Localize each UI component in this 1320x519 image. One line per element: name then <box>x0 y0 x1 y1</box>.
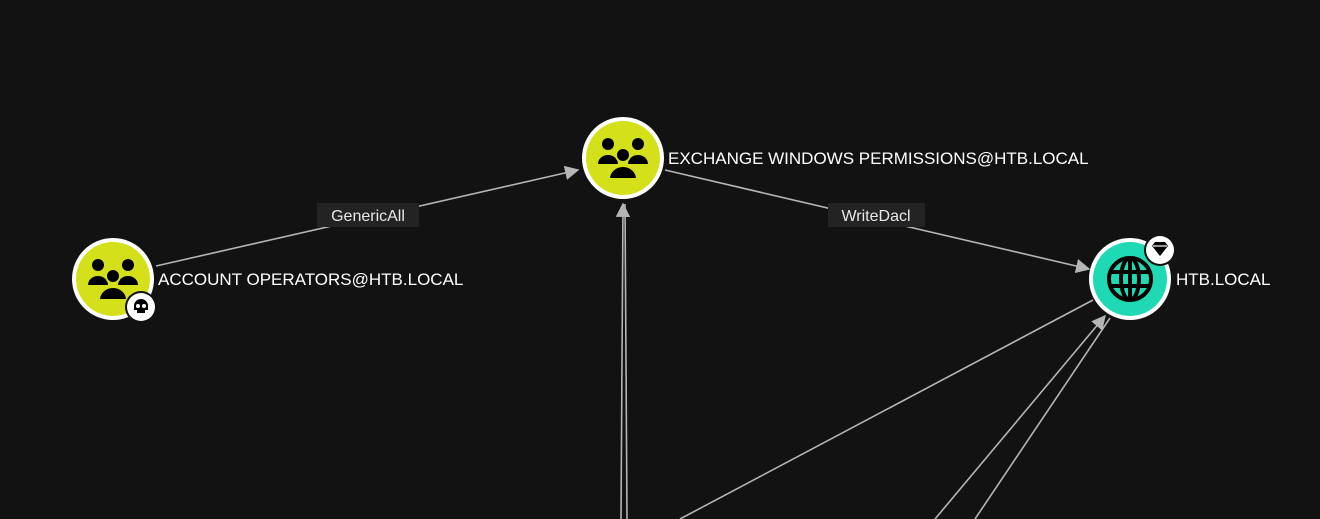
group-icon <box>88 259 138 301</box>
edge-incoming-exchange-1[interactable] <box>615 202 631 519</box>
edges-layer <box>155 165 1111 519</box>
edge-label-generic-all[interactable]: GenericAll <box>317 203 419 227</box>
node-htb-local[interactable]: HTB.LOCAL <box>1089 234 1270 320</box>
edge-incoming-htb-2[interactable] <box>934 314 1106 519</box>
node-exchange-windows-permissions[interactable]: EXCHANGE WINDOWS PERMISSIONS@HTB.LOCAL <box>582 117 1089 199</box>
edge-incoming-htb-3[interactable] <box>974 317 1111 519</box>
node-label: HTB.LOCAL <box>1176 270 1270 289</box>
edge-incoming-htb-1[interactable] <box>679 299 1094 519</box>
node-account-operators[interactable]: ACCOUNT OPERATORS@HTB.LOCAL <box>72 238 463 323</box>
edge-label-text: WriteDacl <box>841 208 910 225</box>
skull-icon <box>125 291 157 323</box>
edge-label-write-dacl[interactable]: WriteDacl <box>828 203 925 227</box>
node-label: ACCOUNT OPERATORS@HTB.LOCAL <box>158 270 463 289</box>
crown-icon <box>1144 234 1176 266</box>
edge-label-background <box>317 203 419 227</box>
edge-label-background <box>828 203 925 227</box>
edge-label-text: GenericAll <box>331 208 405 225</box>
group-icon <box>598 138 648 180</box>
node-label: EXCHANGE WINDOWS PERMISSIONS@HTB.LOCAL <box>668 149 1089 168</box>
globe-icon <box>1107 256 1153 302</box>
edge-incoming-exchange-2[interactable] <box>624 203 628 519</box>
